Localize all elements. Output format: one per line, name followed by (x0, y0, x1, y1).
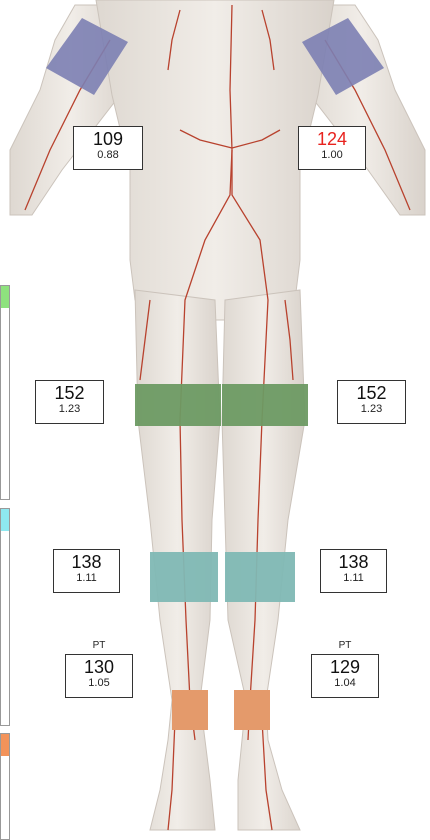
right-calf-index: 1.11 (54, 572, 119, 584)
right-thigh-cuff (135, 384, 221, 426)
right-calf-reading: 138 1.11 (53, 549, 120, 593)
right-ankle-pressure: 130 (66, 655, 132, 677)
right-arm-index: 0.88 (74, 149, 142, 161)
left-arm-index: 1.00 (299, 149, 365, 161)
right-calf-pressure: 138 (54, 550, 119, 572)
side-panel-calf-header (1, 509, 9, 531)
left-calf-reading: 138 1.11 (320, 549, 387, 593)
right-arm-pressure: 109 (74, 127, 142, 149)
left-calf-pressure: 138 (321, 550, 386, 572)
left-calf-cuff (225, 552, 295, 602)
right-thigh-index: 1.23 (36, 403, 103, 415)
left-arm-reading: 124 1.00 (298, 126, 366, 170)
right-thigh-pressure: 152 (36, 381, 103, 403)
left-ankle-index: 1.04 (312, 677, 378, 689)
right-arm-reading: 109 0.88 (73, 126, 143, 170)
left-ankle-pressure: 129 (312, 655, 378, 677)
left-thigh-pressure: 152 (338, 381, 405, 403)
side-panel-thigh-header (1, 286, 9, 308)
side-panel-ankle-header (1, 734, 9, 756)
left-thigh-reading: 152 1.23 (337, 380, 406, 424)
right-ankle-cuff (172, 690, 208, 730)
side-panel-thigh[interactable] (0, 285, 10, 500)
right-ankle-reading: 130 1.05 (65, 654, 133, 698)
right-ankle-index: 1.05 (66, 677, 132, 689)
left-ankle-cuff (234, 690, 270, 730)
left-ankle-reading: 129 1.04 (311, 654, 379, 698)
right-calf-cuff (150, 552, 218, 602)
left-ankle-site: PT (325, 640, 365, 651)
left-thigh-index: 1.23 (338, 403, 405, 415)
left-thigh-cuff (222, 384, 308, 426)
side-panel-ankle[interactable] (0, 733, 10, 840)
side-panel-calf[interactable] (0, 508, 10, 726)
right-ankle-site: PT (79, 640, 119, 651)
right-thigh-reading: 152 1.23 (35, 380, 104, 424)
left-arm-pressure: 124 (299, 127, 365, 149)
left-calf-index: 1.11 (321, 572, 386, 584)
